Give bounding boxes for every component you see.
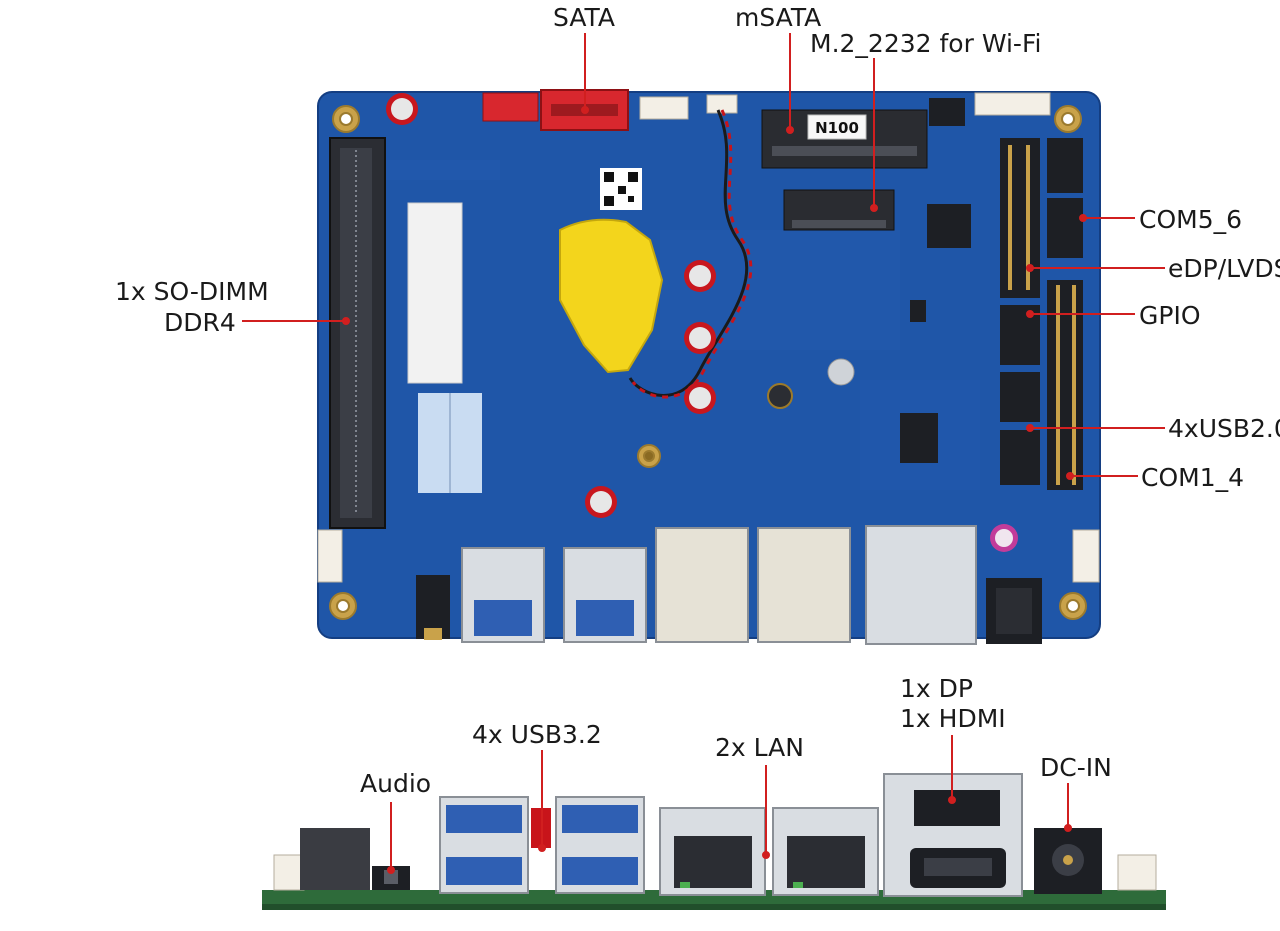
label-gpio: GPIO: [1139, 301, 1201, 330]
label-sata: SATA: [553, 3, 615, 32]
label-usb2: 4xUSB2.0: [1168, 414, 1280, 443]
label-sodimm: 1x SO-DIMM: [115, 277, 269, 306]
qr-code: [600, 168, 642, 210]
board-top-view: N100: [317, 89, 1101, 645]
label-m2: M.2_2232 for Wi-Fi: [810, 29, 1042, 58]
label-com56: COM5_6: [1139, 205, 1243, 234]
side-lan-ports: [659, 807, 879, 896]
label-com14: COM1_4: [1141, 463, 1245, 492]
top-display-ports: [865, 525, 977, 645]
label-dcin: DC-IN: [1040, 753, 1112, 782]
capacitors: [386, 93, 1018, 552]
rtc-battery: [559, 218, 664, 374]
side-dc-jack: [1034, 828, 1102, 894]
msata-slot: N100: [761, 109, 928, 169]
side-usb-stack: [439, 796, 645, 894]
mounting-holes: [329, 105, 1087, 620]
top-audio-jack: [416, 575, 450, 640]
label-ddr4: DDR4: [164, 308, 236, 337]
chip-io: [900, 413, 938, 463]
top-usb-ports: [461, 547, 647, 643]
label-msata: mSATA: [735, 3, 822, 32]
label-dp: 1x DP: [900, 674, 973, 703]
cpu-label: N100: [815, 119, 859, 137]
side-dp-hdmi: [883, 773, 1023, 897]
label-edp-lvds: eDP/LVDS: [1168, 254, 1280, 283]
sodimm-slot: [329, 137, 386, 529]
label-usb32: 4x USB3.2: [472, 720, 602, 749]
chip-main: [927, 204, 971, 248]
label-hdmi: 1x HDMI: [900, 704, 1006, 733]
leader-lines: [242, 33, 1165, 874]
label-audio: Audio: [360, 769, 432, 798]
label-lan: 2x LAN: [715, 733, 804, 762]
serial-sticker: [407, 202, 463, 384]
top-lan-ports: [655, 527, 851, 643]
board-side-view: [262, 773, 1166, 910]
sata-power-header: [482, 92, 539, 122]
m2-slot: [783, 189, 895, 231]
